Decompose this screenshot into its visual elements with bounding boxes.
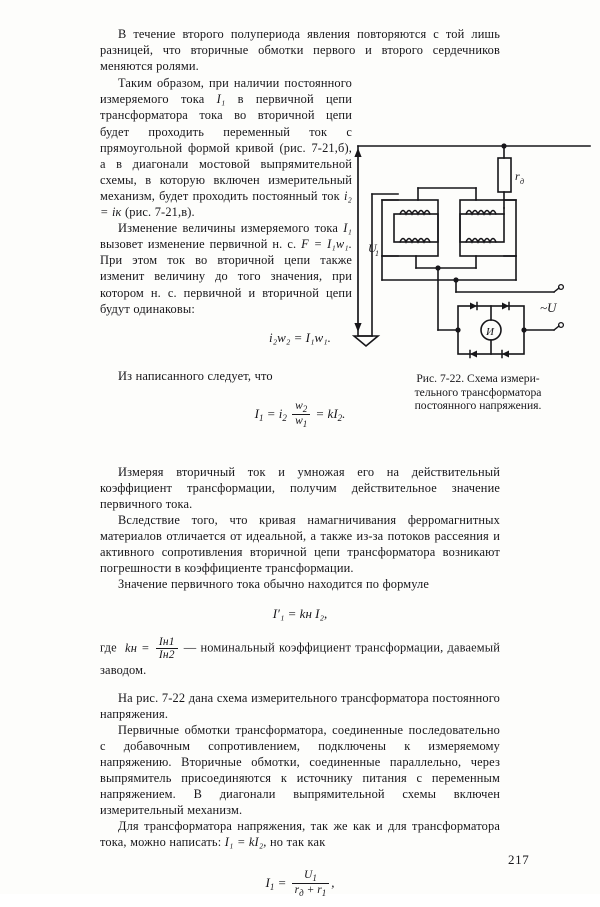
figure-caption-line-2: тельного трансформатора	[414, 385, 542, 399]
equation-I1-lhs-sub: 1	[258, 412, 264, 423]
paragraph-3-part-a: Изменение величины измеряемого тока	[118, 221, 339, 236]
equation-I1-equals2: =	[315, 405, 325, 421]
kn-fraction: Iн1 Iн2	[155, 636, 178, 661]
paragraph-11: Для трансформатора напряжения, так же ка…	[100, 818, 500, 850]
junction-top-resistor	[501, 143, 507, 149]
fraction-denominator: w1	[292, 414, 311, 429]
terminal-upper-slash	[553, 287, 560, 293]
paragraph-1: В течение второго полупериода явления по…	[100, 27, 500, 74]
kn-numerator: Iн1	[158, 636, 175, 649]
equation-I1-rhs: kI	[327, 405, 338, 421]
equation-I1-prime-text: I′₁ = kн I₂,	[272, 606, 328, 622]
text-column: В течение второго полупериода явления по…	[100, 26, 500, 907]
terminal-lower-ring	[557, 321, 565, 329]
figure-7-22: U 1 r д ~U И	[352, 140, 596, 372]
terminal-lower-slash	[553, 325, 560, 331]
inline-equation-F: F = I₁w₁.	[301, 237, 352, 252]
inline-equation-I1-kI2: I₁ = kI₂,	[224, 835, 267, 850]
left-bottom-winding	[399, 237, 431, 244]
paragraph-10: Первичные обмотки трансформатора, соедин…	[100, 722, 500, 818]
left-top-winding	[399, 209, 431, 216]
final-numerator: U1	[304, 868, 317, 883]
junction-rectifier-left	[455, 327, 461, 333]
inline-symbol-I1-b: I₁	[343, 221, 352, 236]
circuit-diagram-svg: U 1 r д ~U И	[352, 143, 591, 359]
label-rd-sub: д	[520, 177, 524, 186]
paragraph-3-part-c: При этом ток во вторичной цепи также изм…	[100, 253, 352, 316]
label-rd: r	[515, 169, 520, 183]
paragraph-11-part-a: Для трансформатора напряжения, так же ка…	[100, 819, 500, 850]
inline-symbol-I1: I₁	[216, 92, 226, 107]
equation-I1: I1 = i2 w2 w1 = kI2.	[100, 400, 500, 430]
figure-caption-line-1: Рис. 7-22. Схема измери-	[416, 372, 540, 385]
equation-I1-period: .	[342, 405, 346, 421]
equation-I1-lhs: I	[254, 405, 259, 421]
equation-i2w2-text: i₂w₂ = I₁w₁.	[269, 329, 331, 345]
left-primary-loop	[381, 199, 439, 257]
paragraph-4: Из написанного следует, что	[118, 368, 273, 383]
equation-final-equals: =	[277, 874, 287, 890]
diode-top-left	[470, 302, 477, 310]
u1-arrow-head-down	[354, 323, 362, 332]
equation-final: I1 = U1 rд + r1 ,	[100, 869, 500, 899]
equation-final-fraction: U1 rд + r1	[291, 868, 330, 899]
paragraph-6: Вследствие того, что кривая намагничиван…	[100, 512, 500, 576]
right-primary-loop	[459, 199, 517, 257]
fraction-numerator: w2	[295, 399, 308, 414]
instrument-circle	[480, 319, 502, 341]
label-ac-supply: ~U	[540, 300, 558, 315]
paragraph-2-part-c: (рис. 7-21,в).	[124, 205, 195, 220]
label-u1-sub: 1	[375, 249, 379, 258]
resistor-body	[497, 157, 512, 193]
right-bottom-winding	[465, 237, 497, 244]
equation-I1-i2: i	[278, 405, 283, 421]
diode-bottom-right	[502, 350, 509, 358]
paragraph-11-part-b: но так как	[270, 835, 326, 850]
equation-final-lhs: I	[265, 874, 270, 890]
right-core-rect	[459, 213, 505, 243]
equation-I1-fraction: w2 w1	[292, 399, 311, 430]
paragraph-8-tail: — номинальный коэффициент трансформации,…	[100, 640, 500, 677]
paragraph-2: Таким образом, при наличии постоянного и…	[100, 75, 500, 220]
ground-triangle	[352, 335, 381, 348]
paragraph-8-lead: где	[100, 640, 117, 655]
paragraph-8: где kн = Iн1 Iн2 — номинальный коэффицие…	[100, 636, 500, 677]
inline-symbol-i2-ik: i₂ = iк	[100, 188, 352, 220]
diode-top-right	[502, 302, 509, 310]
paragraph-9: На рис. 7-22 дана схема измерительного т…	[100, 690, 500, 721]
paragraph-3-part-b: вызовет изменение первичной н. с.	[100, 237, 297, 252]
figure-caption-line-3: постоянного напряжения.	[414, 399, 542, 413]
u1-arrow-head-up	[354, 148, 362, 157]
equation-I1-rhs-sub: 2	[337, 412, 343, 423]
equation-final-lhs-sub: 1	[269, 881, 275, 892]
label-u1: U	[368, 241, 378, 255]
terminal-upper-ring	[557, 283, 565, 291]
left-core-rect	[393, 213, 439, 243]
equation-i2w2: i₂w₂ = I₁w₁.	[100, 330, 500, 346]
equation-I1-i2-sub: 2	[282, 412, 287, 423]
paragraph-5: Измеряя вторичный ток и умножая его на д…	[100, 464, 500, 511]
right-top-winding	[465, 209, 497, 216]
equation-I1-prime: I′₁ = kн I₂,	[100, 606, 500, 622]
equation-final-comma: ,	[331, 874, 335, 890]
equation-I1-equals: =	[266, 405, 276, 421]
label-instrument: И	[485, 326, 495, 338]
page-number: 217	[508, 852, 530, 867]
kn-denominator: Iн2	[155, 648, 178, 661]
paragraph-2-part-a: Таким образом, при наличии постоянного и…	[100, 76, 352, 107]
inline-equation-kn: kн = Iн1 Iн2	[121, 636, 184, 661]
paragraph-2-part-b: в первичной цепи трансформатора тока во …	[100, 92, 352, 203]
paragraph-7: Значение первичного тока обычно находитс…	[118, 577, 430, 592]
diode-bottom-left	[470, 350, 477, 358]
figure-caption: Рис. 7-22. Схема измери- тельного трансф…	[364, 372, 592, 413]
junction-rectifier-right	[521, 327, 527, 333]
paragraph-3: Изменение величины измеряемого тока I₁ в…	[100, 220, 500, 317]
final-denominator: rд + r1	[291, 883, 330, 898]
